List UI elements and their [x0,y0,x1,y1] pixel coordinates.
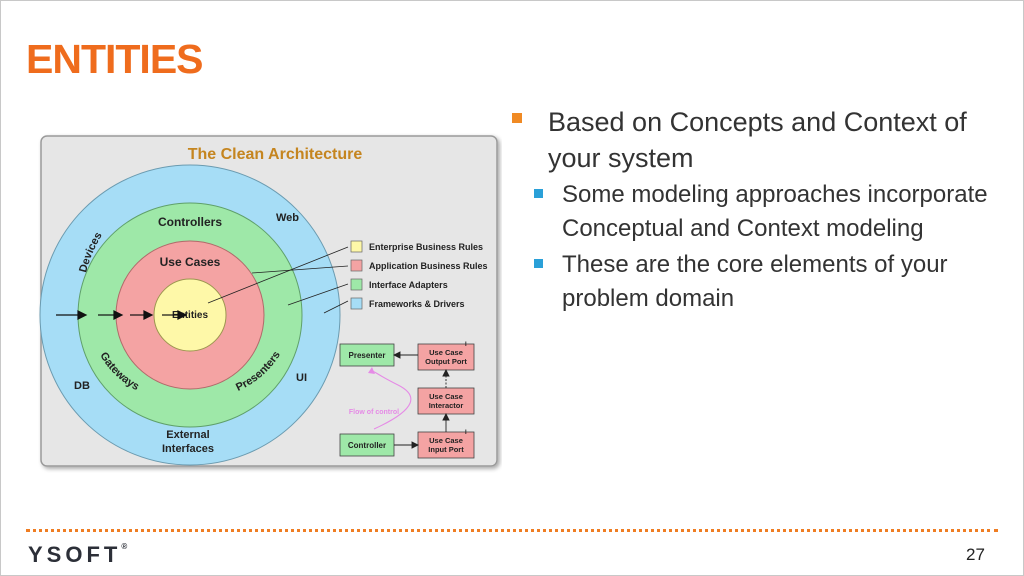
bullet-marker [512,113,522,123]
legend-label-frameworks: Frameworks & Drivers [369,299,465,309]
ysoft-logo: YSOFT® [28,542,127,568]
input-port-box [417,431,475,459]
legend-label-application: Application Business Rules [369,261,488,271]
legend: Enterprise Business Rules Application Bu… [350,240,488,310]
bullet-text: Based on Concepts and Context of your sy… [548,107,967,173]
sub-bullet-text: Some modeling approaches incorporate Con… [562,181,988,242]
clean-architecture-diagram: The Clean Architecture Devices Web UI DB… [39,135,498,467]
presenter-label: Presenter [349,351,386,360]
flow-of-control-arrowhead [368,367,375,374]
label-web: Web [276,212,299,224]
footer-divider [26,529,998,532]
sub-bullet-marker [534,189,543,198]
bullet-list: Based on Concepts and Context of your sy… [512,104,992,316]
legend-swatch-frameworks [350,297,363,310]
interactor-box [417,387,475,415]
legend-label-adapters: Interface Adapters [369,280,448,290]
logo-text: YSOFT [28,542,122,567]
controller-label: Controller [348,441,386,450]
label-interfaces: Interfaces [162,443,214,455]
label-external: External [166,429,209,441]
legend-swatch-enterprise [350,240,363,253]
input-port-label-2: Input Port [428,445,464,454]
input-port-marker: I [465,430,467,436]
flow-arrows [392,351,450,449]
page-number: 27 [966,545,985,564]
ring-entities [153,278,227,352]
legend-label-enterprise: Enterprise Business Rules [369,242,483,252]
label-db: DB [74,380,90,392]
legend-swatch-application [350,259,363,272]
flow-of-control-label: Flow of control [349,409,399,416]
legend-pointer-lines [207,246,349,314]
label-use-cases: Use Cases [160,255,221,269]
interactor-label-2: Interactor [429,401,464,410]
inward-arrows [56,310,188,320]
interactor-label-1: Use Case [429,392,463,401]
logo-registered-mark: ® [121,542,128,551]
flow-of-control-curve [371,370,412,430]
diagram-title: The Clean Architecture [188,146,363,163]
input-port-label-1: Use Case [429,436,463,445]
output-port-label-2: Output Port [425,357,467,366]
sub-bullet-item: Some modeling approaches incorporate Con… [534,178,992,246]
label-controllers: Controllers [158,215,222,229]
label-ui: UI [296,372,307,384]
legend-swatch-adapters [350,278,363,291]
sub-bullet-text: These are the core elements of your prob… [562,251,948,312]
flow-of-control-diagram: Presenter I Use Case Output Port Use Cas… [339,342,475,459]
sub-bullet-marker [534,259,543,268]
sub-bullet-item: These are the core elements of your prob… [534,248,992,316]
output-port-label-1: Use Case [429,348,463,357]
slide-title: ENTITIES [26,36,204,82]
label-entities: Entities [172,310,209,321]
output-port-box [417,343,475,371]
output-port-marker: I [465,342,467,348]
bullet-item: Based on Concepts and Context of your sy… [512,104,992,176]
